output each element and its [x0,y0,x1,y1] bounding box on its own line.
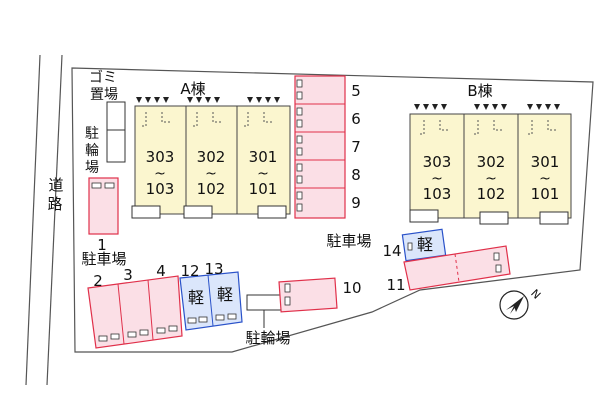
wheel-stops [187,313,237,324]
bicycle-bottom-label: 駐輪場 [245,329,290,347]
unit-a-302: 302 [197,148,226,166]
space-4: 4 [156,262,166,280]
building-a: A棟 303 ~ 103 302 ~ 102 301 ~ 101 [131,80,291,219]
kei-label-12: 軽 [188,288,204,307]
space-11: 11 [386,276,405,294]
parking-stack-5-9: 5 6 7 8 9 [294,75,361,219]
space-3: 3 [123,266,133,284]
building-b: B棟 303 ~ 103 302 ~ 102 301 ~ 101 [409,82,572,225]
garbage-label-2: 置場 [90,87,118,103]
bicycle-left-label-2: 輪 [85,142,99,159]
unit-b-tilde-1: ~ [431,171,443,187]
space-6: 6 [351,110,361,128]
unit-b-tilde-3: ~ [539,171,551,187]
space-9: 9 [351,194,361,212]
space-8: 8 [351,166,361,184]
unit-b-303: 303 [423,153,452,171]
road-label-1: 道 [48,176,63,194]
unit-b-102: 102 [477,185,506,203]
building-a-name: A棟 [180,80,205,98]
road: 道 路 [25,54,64,386]
doorstep-box [409,209,439,223]
parking-space-1: 1 [88,177,119,254]
unit-a-103: 103 [146,180,175,198]
unit-a-tilde-2: ~ [205,166,217,182]
doorstep-box [257,205,287,219]
space-12: 12 [180,262,199,280]
parking-row-2-4: 2 3 4 [87,262,183,349]
building-b-name: B棟 [467,82,492,100]
unit-a-303: 303 [146,148,175,166]
site-boundary [71,67,594,353]
parking-label-left: 駐車場 [81,250,126,268]
kei-spaces-12-13: 12 13 軽 軽 [179,260,243,331]
compass: N [499,287,543,320]
bicycle-area-left: 駐 輪 場 [85,126,126,176]
doorstep-box [183,205,213,219]
compass-n-label: N [528,287,543,302]
unit-a-tilde-1: ~ [154,166,166,182]
space-2: 2 [93,272,103,290]
building-b-roof-marks [414,104,560,110]
unit-b-301: 301 [531,153,560,171]
bicycle-left-label-3: 場 [85,160,99,176]
kei-label-13: 軽 [217,285,233,304]
unit-b-101: 101 [531,185,560,203]
unit-b-302: 302 [477,153,506,171]
unit-a-301: 301 [249,148,278,166]
garbage-label-1: ゴミ [89,69,117,86]
parking-space-11: 11 [386,245,511,294]
unit-b-tilde-2: ~ [485,171,497,187]
wheel-stops [98,325,178,342]
building-a-stairs [140,112,274,127]
unit-a-102: 102 [197,180,226,198]
bicycle-left-label-1: 駐 [85,126,99,142]
parking-label-right: 駐車場 [326,232,371,250]
space-14: 14 [382,242,401,260]
space-7: 7 [351,138,361,156]
space-13: 13 [204,260,223,278]
space-5: 5 [351,82,361,100]
garbage-area: ゴミ 置場 [89,69,126,131]
parking-space-10: 10 [278,277,362,313]
bicycle-area-bottom: 駐輪場 [245,294,291,347]
unit-b-103: 103 [423,185,452,203]
doorstep-box [539,211,569,225]
kei-label-14: 軽 [417,235,433,254]
building-a-roof-marks [136,97,280,103]
unit-a-101: 101 [249,180,278,198]
road-label-2: 路 [47,195,62,213]
building-b-stairs [418,120,558,135]
space-10: 10 [342,279,361,297]
doorstep-box [479,211,509,225]
space-1: 1 [97,236,107,254]
kei-space-14: 14 軽 [382,228,447,262]
unit-a-tilde-3: ~ [257,166,269,182]
wheel-stops [296,79,303,212]
doorstep-box [131,205,161,219]
